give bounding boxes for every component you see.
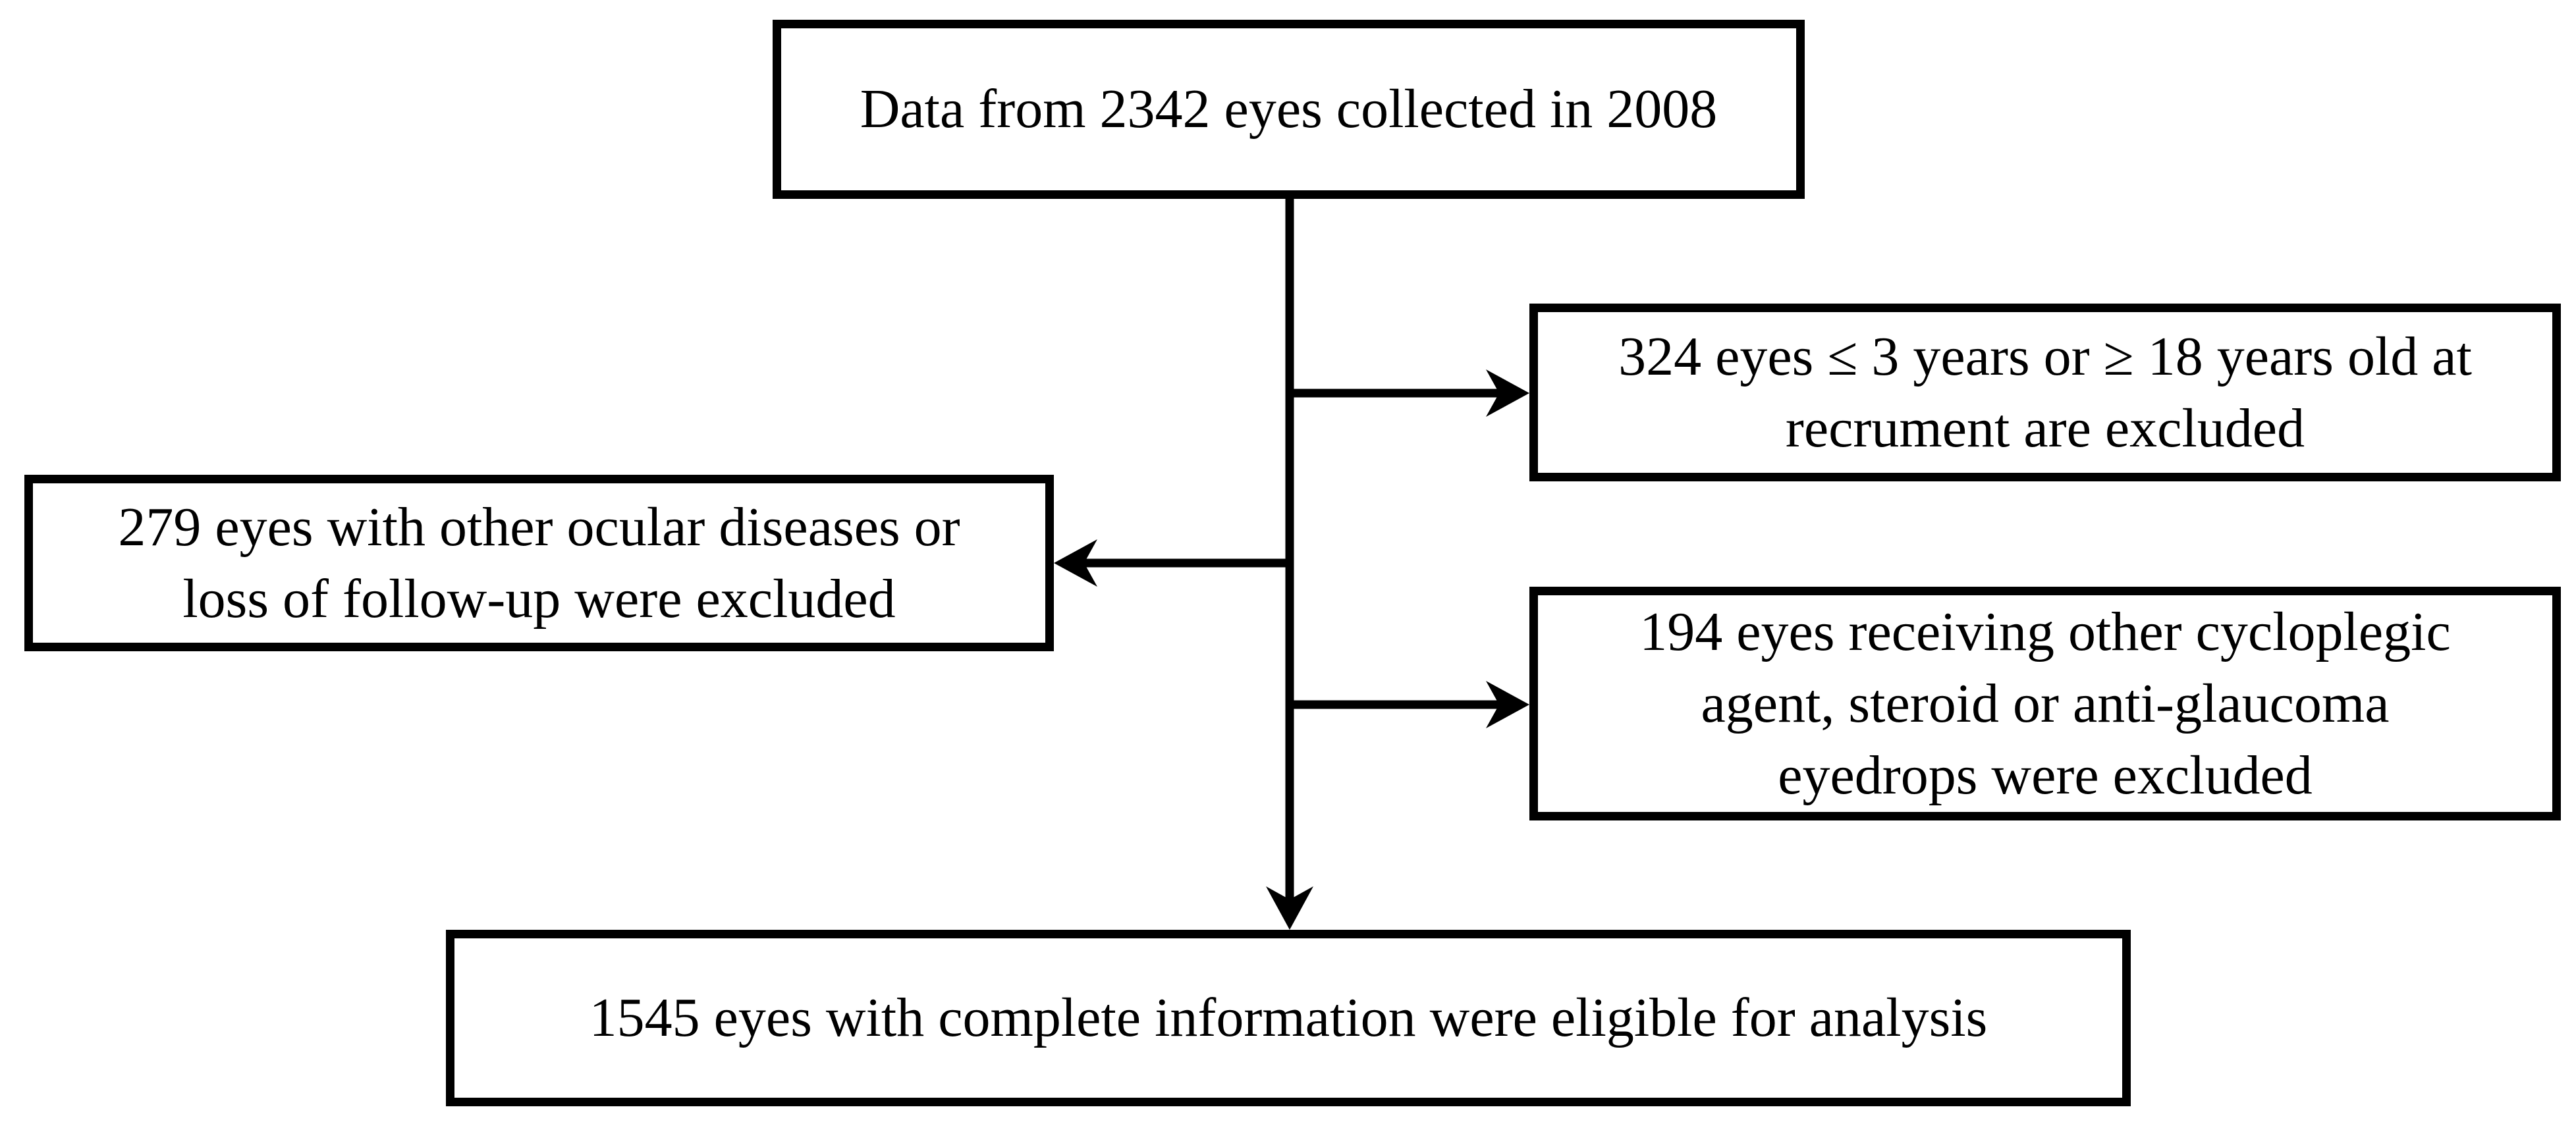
node-excluded-age-text-line-2: recrument are excluded [1785, 398, 2305, 459]
node-excluded-ocular-text-line-2: loss of follow-up were excluded [182, 568, 896, 630]
node-excluded-ocular-text-line-1: 279 eyes with other ocular diseases or [118, 496, 960, 558]
node-excluded-ocular: 279 eyes with other ocular diseases or l… [24, 475, 1054, 651]
node-eligible-text: 1545 eyes with complete information were… [589, 987, 1988, 1049]
arrowhead-right-age-icon [1486, 369, 1529, 417]
node-excluded-age-text-line-1: 324 eyes ≤ 3 years or ≥ 18 years old at [1618, 325, 2472, 387]
node-excluded-drugs-text-line-2: agent, steroid or anti-glaucoma [1701, 672, 2390, 734]
arrowhead-right-drugs-icon [1486, 681, 1529, 728]
node-source: Data from 2342 eyes collected in 2008 [773, 20, 1805, 199]
node-eligible: 1545 eyes with complete information were… [446, 930, 2131, 1106]
arrowhead-left-ocular-icon [1054, 539, 1097, 587]
arrowhead-down-icon [1266, 886, 1313, 930]
node-source-text: Data from 2342 eyes collected in 2008 [860, 78, 1718, 140]
node-excluded-drugs-text-line-3: eyedrops were excluded [1778, 745, 2313, 807]
node-excluded-drugs: 194 eyes receiving other cycloplegic age… [1529, 587, 2561, 820]
node-excluded-drugs-text-line-1: 194 eyes receiving other cycloplegic [1639, 601, 2451, 662]
node-excluded-age: 324 eyes ≤ 3 years or ≥ 18 years old at … [1529, 304, 2561, 481]
